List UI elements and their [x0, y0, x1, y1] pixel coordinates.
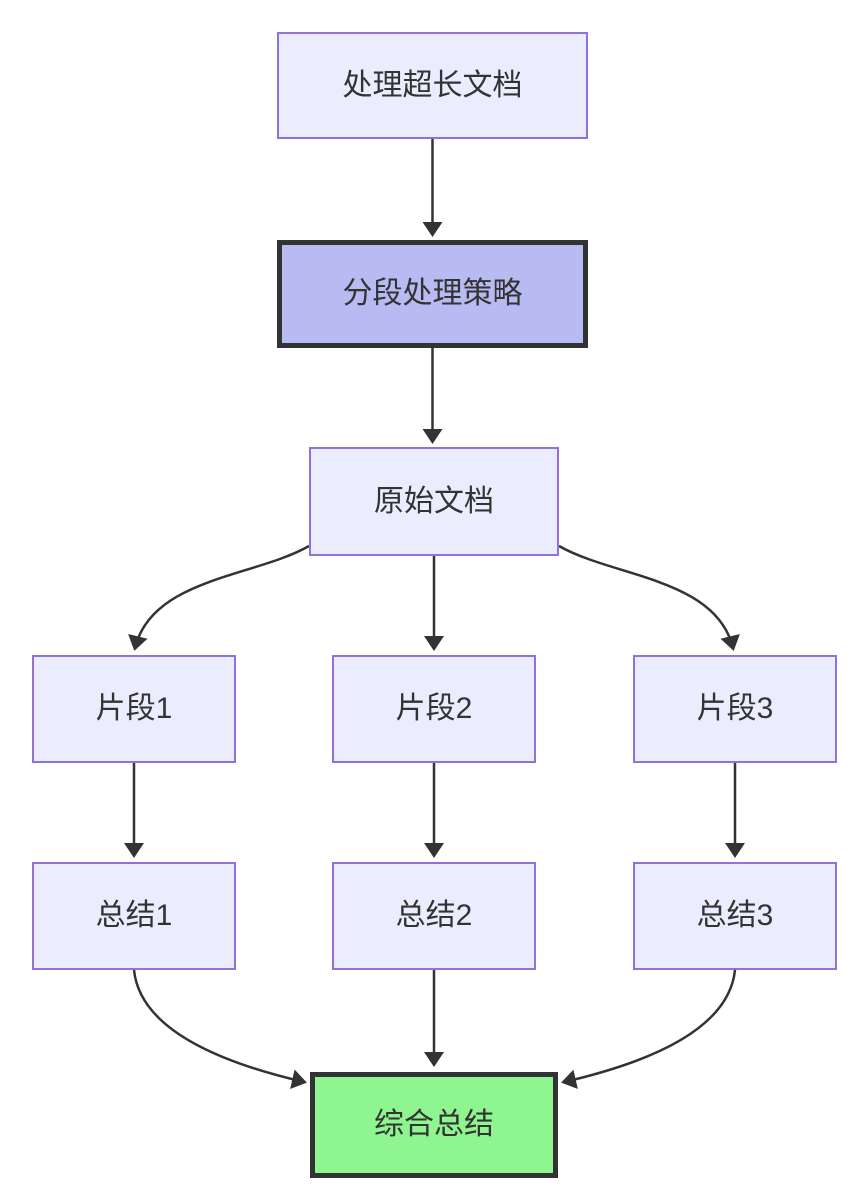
node-final-summary-label: 综合总结 [374, 1108, 494, 1141]
edge-C-D [128, 544, 310, 651]
node-fragment-2-label: 片段2 [395, 692, 473, 725]
node-summary-3: 总结3 [633, 862, 837, 970]
node-fragment-3-label: 片段3 [696, 692, 774, 725]
node-fragment-3: 片段3 [633, 655, 837, 763]
node-original-doc-label: 原始文档 [374, 484, 494, 518]
node-fragment-1: 片段1 [32, 655, 236, 763]
node-fragment-2: 片段2 [332, 655, 536, 763]
node-final-summary: 综合总结 [310, 1072, 558, 1178]
node-summary-1: 总结1 [32, 862, 236, 970]
node-original-doc: 原始文档 [309, 447, 559, 556]
node-process-long-doc: 处理超长文档 [277, 32, 588, 139]
edge-C-F [558, 544, 740, 651]
node-process-long-doc-label: 处理超长文档 [342, 68, 523, 102]
node-summary-1-label: 总结1 [95, 899, 173, 932]
edge-G-J [132, 969, 307, 1090]
node-summary-2-label: 总结2 [395, 899, 473, 932]
node-summary-2: 总结2 [332, 862, 536, 970]
node-segmentation-strategy: 分段处理策略 [277, 240, 588, 348]
edge-I-J [561, 969, 737, 1090]
node-summary-3-label: 总结3 [696, 899, 774, 932]
node-segmentation-strategy-label: 分段处理策略 [342, 277, 523, 310]
node-fragment-1-label: 片段1 [95, 692, 173, 725]
